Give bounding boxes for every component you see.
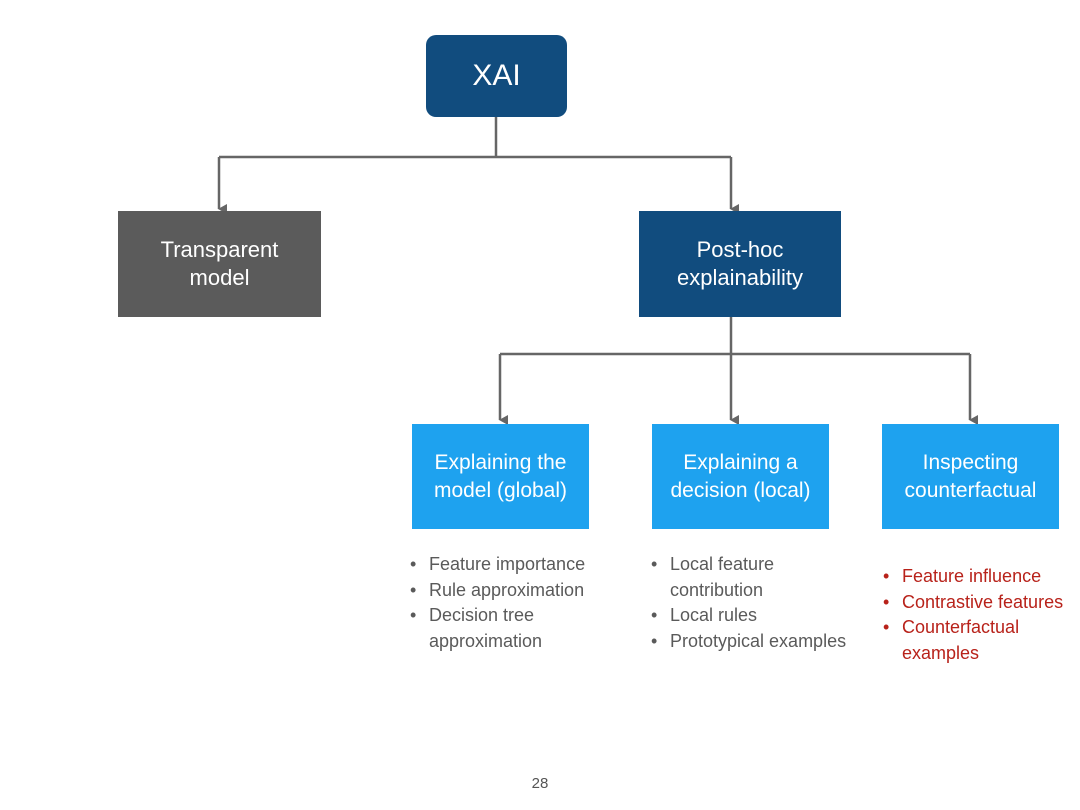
bullet-icon: • — [883, 617, 890, 637]
list-item: •Rule approximation — [410, 578, 625, 604]
node-transparent-model-label: Transparent model — [160, 237, 279, 290]
bullet-icon: • — [651, 554, 658, 574]
node-transparent-model: Transparent model — [118, 211, 321, 317]
global-methods-list: •Feature importance •Rule approximation … — [410, 552, 625, 654]
node-post-hoc-explainability-label: Post-hoc explainability — [677, 237, 803, 290]
node-explaining-local: Explaining a decision (local) — [652, 424, 829, 529]
bullet-icon: • — [410, 579, 417, 600]
bullet-icon: • — [651, 605, 658, 625]
node-explaining-global: Explaining the model (global) — [412, 424, 589, 529]
list-item: •Counterfactual examples — [883, 617, 1020, 663]
bullet-icon: • — [883, 566, 890, 586]
list-item: •Decision tree approximation — [410, 605, 543, 651]
local-methods-list: •Local feature contribution •Local rules… — [651, 552, 851, 654]
list-item: •Contrastive features — [883, 590, 1073, 616]
node-explaining-global-label: Explaining the model (global) — [433, 450, 568, 502]
list-item: •Local feature contribution — [651, 554, 775, 600]
page-number: 28 — [531, 775, 549, 792]
node-xai-label: XAI — [472, 59, 521, 92]
bullet-icon: • — [410, 554, 417, 574]
node-inspecting-counterfactual-label: Inspecting counterfactual — [904, 450, 1037, 502]
node-explaining-local-label: Explaining a decision (local) — [670, 450, 811, 502]
list-item: •Feature influence — [883, 564, 1073, 590]
list-item: •Prototypical examples — [651, 629, 851, 655]
node-xai: XAI — [426, 35, 567, 117]
counterfactual-methods-list: •Feature influence •Contrastive features… — [883, 564, 1073, 666]
list-item: •Feature importance — [410, 552, 625, 578]
node-post-hoc-explainability: Post-hoc explainability — [639, 211, 841, 317]
list-item: •Local rules — [651, 603, 851, 629]
bullet-icon: • — [651, 630, 658, 651]
bullet-icon: • — [883, 591, 890, 612]
bullet-icon: • — [410, 605, 417, 625]
node-inspecting-counterfactual: Inspecting counterfactual — [882, 424, 1059, 529]
